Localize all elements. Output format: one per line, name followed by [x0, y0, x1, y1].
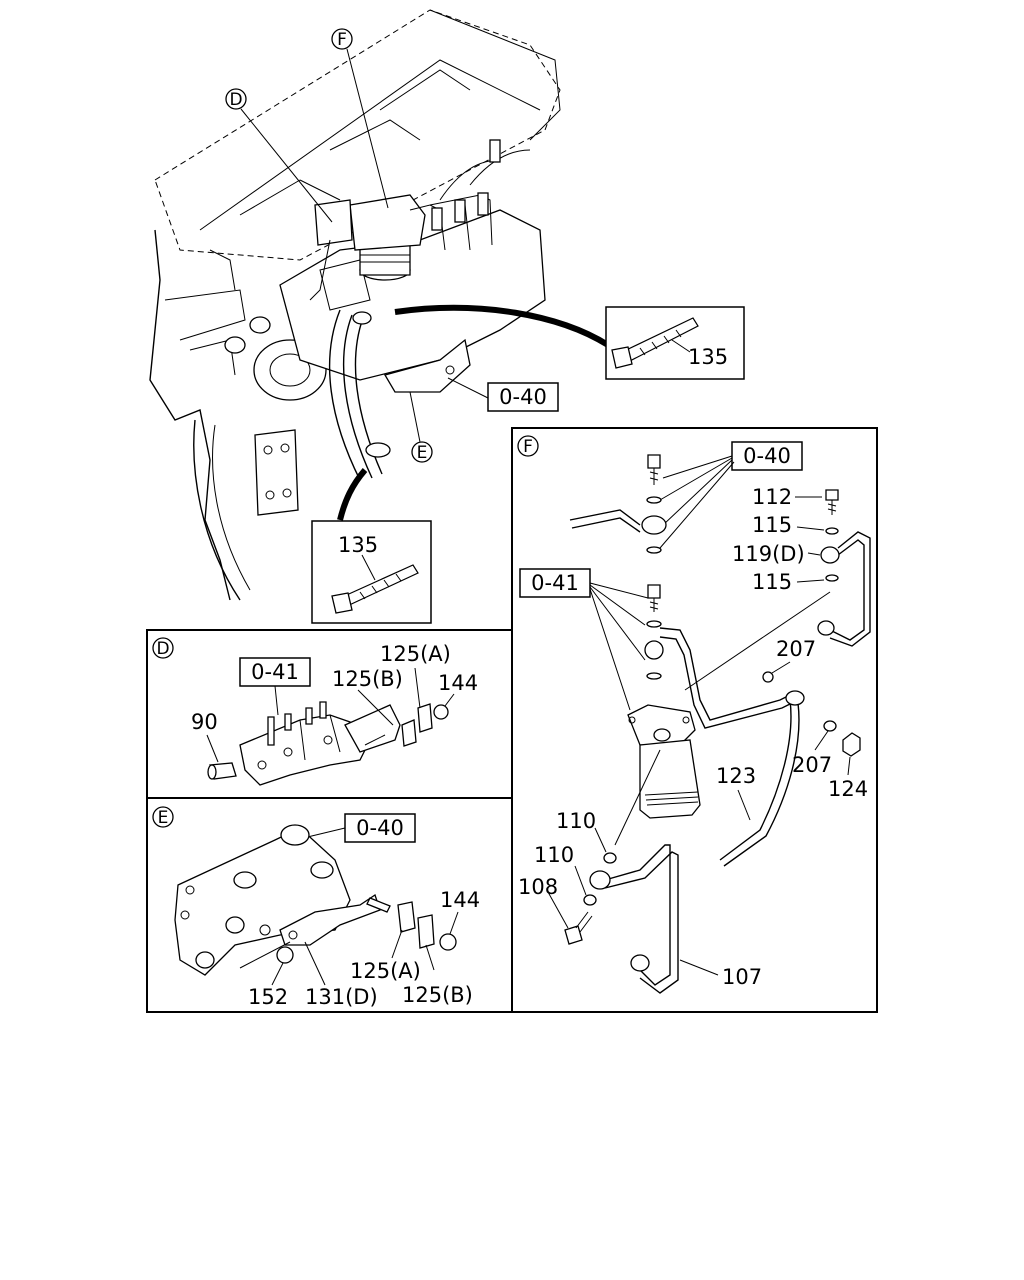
panel-F: F 0-40 0-41 [511, 427, 878, 1013]
part-number-label: 207 [776, 637, 816, 661]
ref-box-0-40-F [731, 441, 803, 471]
part-number-label: 115 [752, 513, 792, 537]
part-number-label: 125(B) [332, 667, 403, 691]
part-number-label: 90 [191, 710, 218, 734]
part-number-label: 0-41 [251, 660, 299, 684]
part-number-label: 123 [716, 764, 756, 788]
part-number-label: 125(A) [350, 959, 421, 983]
part-number-label: 135 [688, 345, 728, 369]
ref-box-0-41-D [239, 657, 311, 687]
inset-arrow-top [394, 304, 610, 348]
part-number-label: 152 [248, 985, 288, 1009]
part-number-label: 108 [518, 875, 558, 899]
panel-F-tag: F [523, 437, 533, 457]
part-number-label: 110 [534, 843, 574, 867]
ref-box-0-40-overview: 0-40 [487, 382, 559, 412]
panel-E-tag: E [158, 808, 169, 828]
part-number-label: 0-40 [356, 816, 404, 840]
part-number-label: D [229, 90, 242, 110]
part-number-label: 125(B) [402, 983, 473, 1007]
panel-D-tag: D [156, 639, 169, 659]
part-number-label: 135 [338, 533, 378, 557]
part-number-label: 144 [438, 671, 478, 695]
part-number-label: 125(A) [380, 642, 451, 666]
part-number-label: 144 [440, 888, 480, 912]
part-number-label: 0-40 [499, 385, 547, 409]
callout-D: D [225, 88, 333, 223]
part-number-label: 119(D) [732, 542, 805, 566]
panel-D: D 0-41 90 125(B) 125(A) 144 [146, 629, 513, 799]
inset-cable-tie-top: 135 [605, 306, 745, 380]
ref-box-0-40-E [344, 813, 416, 843]
part-number-label: 115 [752, 570, 792, 594]
part-number-label: 110 [556, 809, 596, 833]
callout-E: E [409, 391, 433, 463]
part-number-label: 0-41 [531, 571, 579, 595]
part-number-label: 107 [722, 965, 762, 989]
part-number-label: 124 [828, 777, 868, 801]
part-number-label: E [417, 443, 428, 463]
inset-cable-tie-bottom: 135 [311, 520, 432, 624]
part-number-label: 131(D) [305, 985, 378, 1009]
part-number-label: F [337, 30, 347, 50]
part-number-label: 207 [792, 753, 832, 777]
panel-E: E 0-40 144 125(A) 125(B) 1 [146, 797, 513, 1013]
callout-F: F [331, 28, 389, 209]
inset-arrow-bottom [337, 468, 368, 521]
part-number-label: 112 [752, 485, 792, 509]
part-number-label: 0-40 [743, 444, 791, 468]
engine-overview [149, 9, 561, 601]
